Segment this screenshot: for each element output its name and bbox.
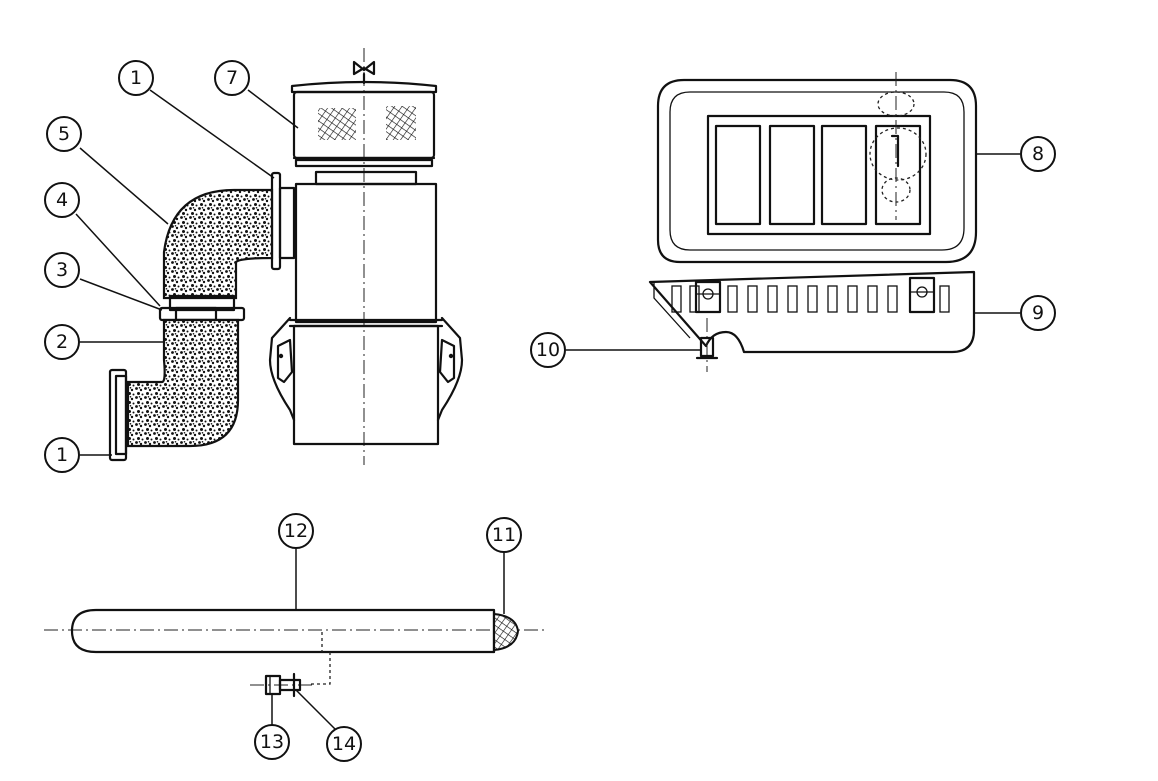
callout-label: 2 (56, 331, 68, 353)
callout-label: 11 (492, 524, 516, 546)
outlet-flange-bottom (108, 368, 128, 462)
grille-frame (656, 72, 978, 264)
inlet-flange-top (270, 171, 296, 271)
filter-mesh-left (318, 108, 356, 140)
callout-label: 5 (58, 123, 70, 145)
grille-slots (671, 285, 950, 313)
grille-screw (695, 318, 719, 372)
callout-2: 2 (44, 324, 80, 360)
hose-clamp (158, 294, 246, 322)
filter-cover (290, 80, 438, 168)
callout-label: 8 (1032, 143, 1044, 165)
air-cleaner-assembly (108, 48, 464, 465)
pipe-bolt (250, 672, 312, 698)
callout-4: 4 (44, 182, 80, 218)
callout-label: 3 (56, 259, 68, 281)
callout-9: 9 (1020, 295, 1056, 331)
callout-13: 13 (254, 724, 290, 760)
pipe-assembly (44, 608, 544, 698)
oil-bowl (268, 316, 464, 446)
callout-1-bottom: 1 (44, 437, 80, 473)
callout-label: 10 (536, 339, 560, 361)
callout-5: 5 (46, 116, 82, 152)
upper-elbow-hose (162, 188, 274, 300)
callout-label: 1 (130, 67, 142, 89)
callout-label: 13 (260, 731, 284, 753)
callout-3: 3 (44, 252, 80, 288)
grille-assembly (648, 72, 978, 372)
callout-10: 10 (530, 332, 566, 368)
filter-neck (314, 170, 418, 186)
lower-grille-panel (648, 270, 976, 354)
callout-8: 8 (1020, 136, 1056, 172)
callout-7: 7 (214, 60, 250, 96)
callout-1-top: 1 (118, 60, 154, 96)
cleaner-body (294, 182, 438, 324)
callout-label: 4 (56, 189, 68, 211)
filter-mesh-right (386, 106, 416, 140)
leader-lines (75, 89, 1020, 731)
callout-label: 12 (284, 520, 308, 542)
pipe-end-cap (493, 612, 520, 652)
callout-label: 9 (1032, 302, 1044, 324)
callout-12: 12 (278, 513, 314, 549)
lower-elbow-hose (126, 318, 240, 448)
callout-label: 14 (332, 733, 356, 755)
pipe-tube (70, 608, 496, 654)
callout-label: 1 (56, 444, 68, 466)
callout-11: 11 (486, 517, 522, 553)
callout-14: 14 (326, 726, 362, 762)
callout-label: 7 (226, 67, 238, 89)
